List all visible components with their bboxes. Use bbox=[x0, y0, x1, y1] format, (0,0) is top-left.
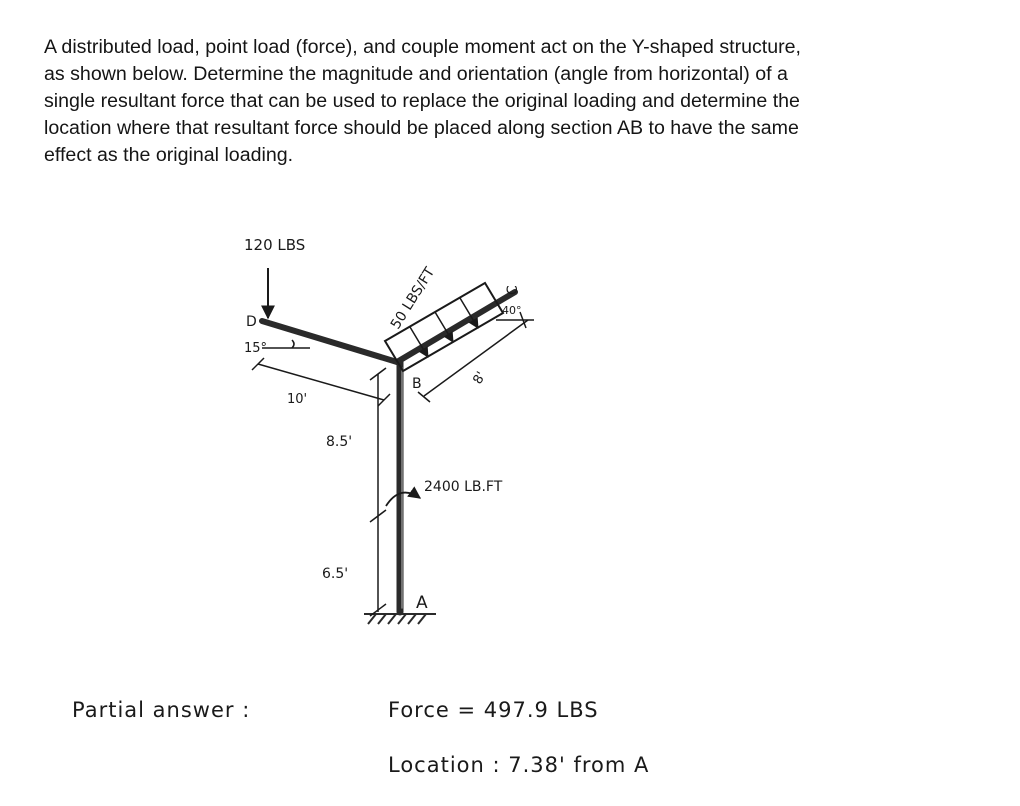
problem-line-1: A distributed load, point load (force), … bbox=[44, 36, 801, 58]
partial-answer-label: Partial answer : bbox=[72, 698, 251, 722]
member-DB bbox=[259, 318, 400, 365]
problem-line-3: single resultant force that can be used … bbox=[44, 90, 800, 112]
problem-line-4: location where that resultant force shou… bbox=[44, 117, 799, 139]
length-DB-label: 10' bbox=[287, 392, 307, 407]
problem-line-2: as shown below. Determine the magnitude … bbox=[44, 63, 788, 85]
dimension-DB bbox=[251, 357, 391, 407]
point-B-label: B bbox=[412, 376, 422, 392]
problem-line-5: effect as the original loading. bbox=[44, 144, 294, 166]
dimension-vertical bbox=[369, 367, 387, 617]
dist-load-label: 50 LBS/FT bbox=[388, 264, 439, 332]
angle-D-label: 15° bbox=[244, 341, 267, 356]
point-C-label: C bbox=[505, 285, 521, 295]
length-upper-label: 8.5' bbox=[326, 434, 352, 450]
length-BC-label: 8' bbox=[470, 369, 489, 387]
problem-statement: A distributed load, point load (force), … bbox=[44, 34, 1004, 169]
length-lower-label: 6.5' bbox=[322, 566, 348, 582]
angle-D-reference bbox=[262, 339, 310, 349]
member-BC bbox=[394, 289, 518, 365]
answer-force: Force = 497.9 LBS bbox=[388, 698, 599, 722]
point-load-label: 120 LBS bbox=[244, 236, 305, 254]
angle-C-label: 40° bbox=[502, 304, 522, 317]
fixed-support-A bbox=[364, 613, 436, 625]
structure bbox=[259, 289, 518, 616]
distributed-load bbox=[383, 281, 505, 373]
moment-arrow bbox=[385, 486, 422, 507]
point-D-label: D bbox=[246, 314, 257, 330]
point-A-label: A bbox=[416, 593, 428, 613]
dimension-BC bbox=[417, 319, 529, 403]
moment-label: 2400 LB.FT bbox=[424, 479, 503, 495]
answer-location: Location : 7.38' from A bbox=[388, 753, 650, 777]
